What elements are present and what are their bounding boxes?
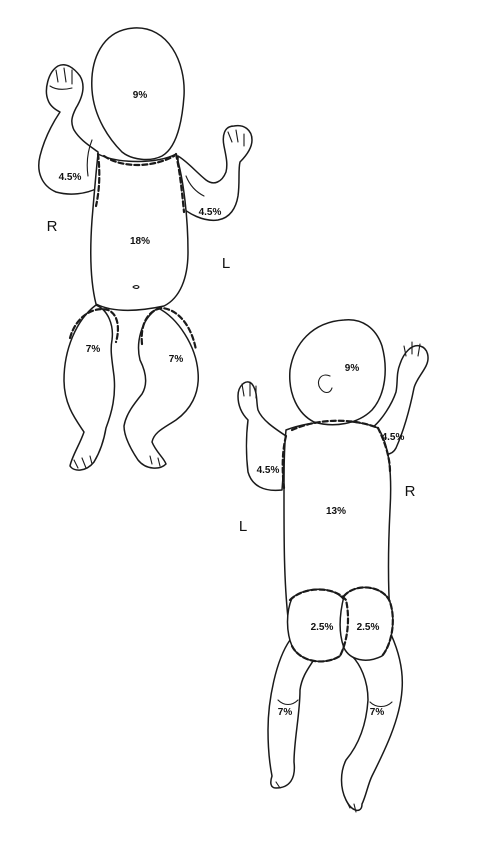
back-left-hand-fingers: [241, 381, 257, 399]
back-left-leg-percentage: 7%: [278, 707, 293, 718]
front-left-thigh-boundary: [140, 306, 198, 352]
front-left-hand-fingers: [227, 129, 245, 147]
front-left-side-label: L: [222, 255, 230, 272]
back-right-buttock-percentage: 2.5%: [357, 622, 380, 633]
back-feet-toes: [275, 781, 357, 813]
front-right-leg: [63, 304, 116, 471]
back-right-leg-percentage: 7%: [370, 707, 385, 718]
front-neck-boundary: [102, 154, 176, 166]
front-left-leg: [123, 307, 199, 469]
back-left-buttock-percentage: 2.5%: [311, 622, 334, 633]
back-left-arm-percentage: 4.5%: [257, 465, 280, 476]
back-leg-creases: [277, 699, 393, 708]
front-right-shoulder-boundary: [94, 152, 101, 208]
back-right-arm: [371, 344, 429, 455]
back-right-hand-fingers: [403, 341, 421, 357]
front-head: [91, 27, 185, 161]
front-right-side-label: R: [47, 218, 58, 235]
back-view-figure: 9% 4.5% 4.5% 13% 2.5% 2.5% 7% 7% L R: [237, 319, 429, 813]
front-navel: [132, 284, 140, 290]
back-head: [289, 319, 386, 426]
back-left-shoulder-boundary: [281, 434, 288, 490]
back-head-percentage: 9%: [345, 363, 360, 374]
back-right-side-label: R: [405, 483, 416, 500]
front-view-figure: 9% 4.5% 4.5% 18% 7% 7% R L: [38, 27, 253, 471]
back-right-leg: [340, 627, 404, 812]
front-head-percentage: 9%: [133, 90, 148, 101]
front-left-arm: [177, 124, 253, 222]
front-right-arm-percentage: 4.5%: [59, 172, 82, 183]
front-trunk-percentage: 18%: [130, 236, 150, 247]
back-left-arm: [237, 381, 287, 492]
back-left-buttock-boundary: [288, 588, 350, 663]
back-right-arm-percentage: 4.5%: [382, 432, 405, 443]
front-left-leg-percentage: 7%: [169, 354, 184, 365]
front-right-arm: [38, 64, 99, 195]
back-neck-boundary: [290, 419, 380, 432]
back-ear: [317, 374, 333, 394]
back-trunk-percentage: 13%: [326, 506, 346, 517]
front-right-hand-fingers: [49, 67, 73, 90]
front-right-leg-percentage: 7%: [86, 344, 101, 355]
front-feet-toes: [73, 455, 161, 469]
front-arm-creases: [86, 139, 205, 197]
back-left-leg: [267, 639, 317, 789]
back-left-side-label: L: [239, 518, 247, 535]
front-left-shoulder-boundary: [174, 152, 186, 214]
front-left-arm-percentage: 4.5%: [199, 207, 222, 218]
front-right-thigh-boundary: [68, 308, 119, 344]
back-right-shoulder-boundary: [376, 426, 392, 474]
back-right-buttock-boundary: [342, 586, 394, 658]
